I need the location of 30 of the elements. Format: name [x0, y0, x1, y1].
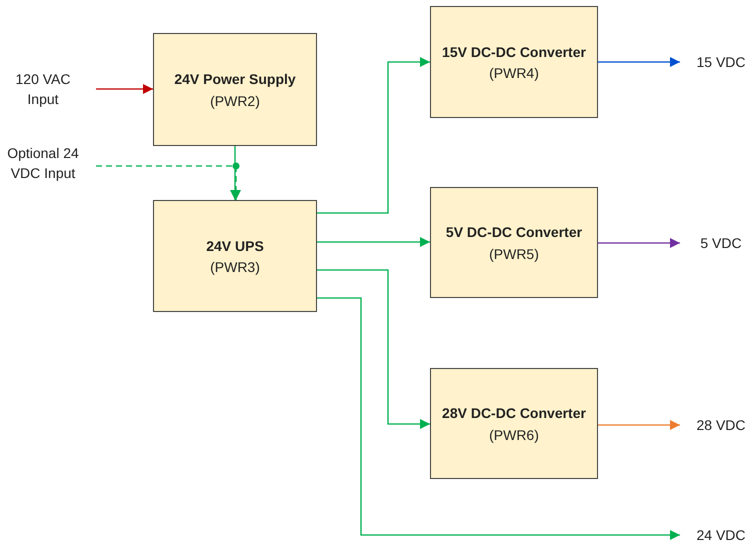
arrow — [317, 237, 430, 247]
box-title: 5V DC-DC Converter — [446, 223, 582, 242]
arrow — [317, 57, 430, 214]
box-title: 24V UPS — [206, 236, 264, 256]
arrow — [317, 269, 430, 429]
signal-label: 15 VDC — [696, 52, 746, 72]
signal-label: 24 VDC — [696, 526, 746, 545]
process-box — [430, 6, 598, 118]
arrow — [598, 238, 680, 248]
part-number: (PWR5) — [489, 244, 539, 264]
arrow — [598, 57, 680, 67]
arrow — [96, 165, 241, 200]
part-number: (PWR6) — [489, 426, 539, 445]
signal-label: 5 VDC — [700, 234, 742, 253]
box-title: 24V Power Supply — [174, 70, 296, 90]
arrow — [317, 297, 680, 540]
arrow — [96, 84, 153, 94]
process-box — [153, 33, 317, 146]
signal-label: 28 VDC — [696, 416, 746, 435]
process-box — [153, 200, 317, 312]
part-number: (PWR2) — [210, 92, 260, 111]
part-number: (PWR3) — [210, 258, 260, 278]
box-title: 15V DC-DC Converter — [442, 42, 586, 62]
arrow — [598, 420, 680, 430]
process-box — [430, 187, 598, 298]
part-number: (PWR4) — [489, 64, 539, 84]
box-title: 28V DC-DC Converter — [442, 404, 586, 424]
process-box — [430, 368, 598, 479]
signal-label: Optional 24 VDC Input — [6, 144, 80, 183]
signal-label: 120 VAC Input — [14, 70, 72, 109]
